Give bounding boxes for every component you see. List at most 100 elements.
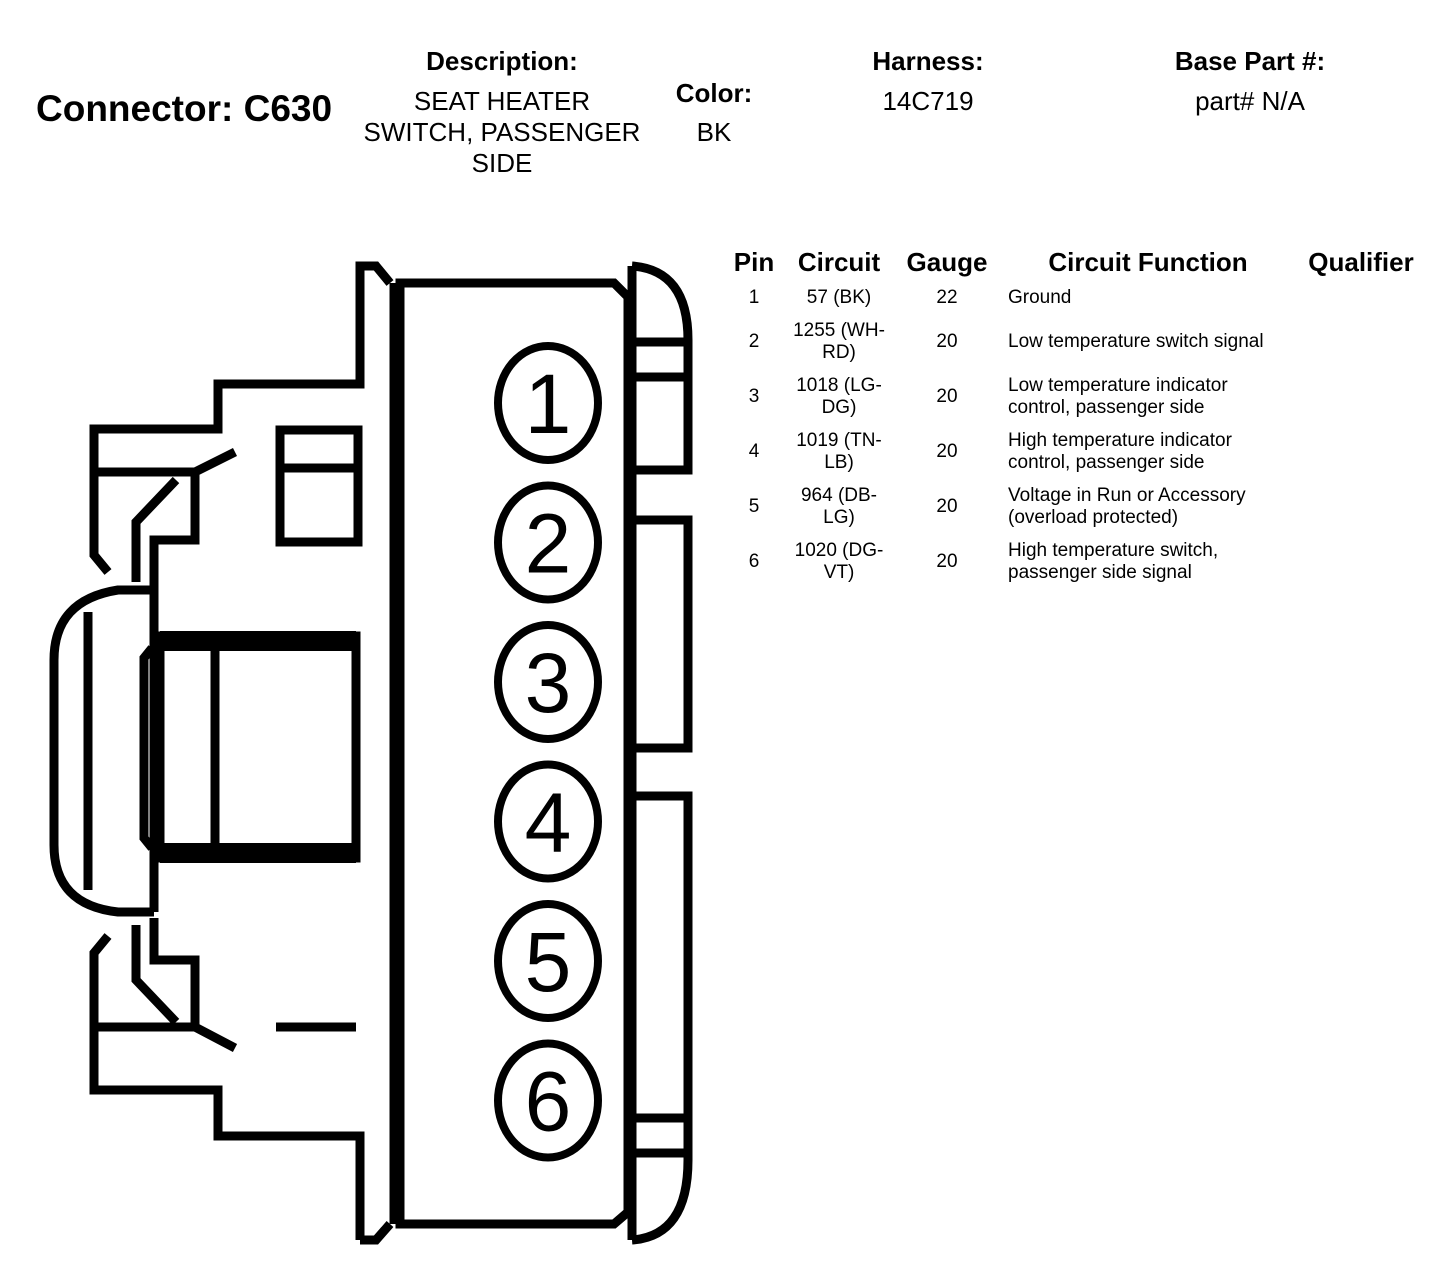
- function-line: Low temperature switch signal: [1008, 330, 1264, 352]
- cell-pin: 6: [748, 550, 760, 572]
- pin-cavity-circle: [494, 1039, 602, 1162]
- cell-gauge: 20: [936, 440, 958, 462]
- color-label: Color:: [675, 78, 753, 108]
- circuit-line: 1019 (TN-: [796, 429, 882, 451]
- table-row: 2 1255 (WH-RD) 20 Low temperature switch si…: [724, 314, 1426, 369]
- column-header-qualifier: Qualifier: [1308, 246, 1414, 277]
- pinout-table: Pin Circuit Gauge Circuit Function Quali…: [724, 242, 1426, 589]
- circuit-line: 1018 (LG-: [796, 374, 882, 396]
- harness-value: 14C719: [882, 86, 974, 116]
- cell-circuit: 1019 (TN-LB): [784, 424, 894, 479]
- cell-pin: 4: [748, 440, 760, 462]
- function-line: High temperature switch,: [1008, 539, 1219, 561]
- pin-cavity-circle: [494, 342, 602, 464]
- right-rail-middle: [632, 515, 693, 753]
- table-row: 1 57 (BK) 22 Ground: [724, 282, 1426, 314]
- center-cavity-bevel: [139, 645, 156, 851]
- pin-number-label: 1: [525, 357, 572, 451]
- harness-label: Harness:: [872, 46, 984, 76]
- pin-cavity-circle: [494, 760, 602, 883]
- column-header-circuit: Circuit: [797, 246, 881, 277]
- lower-latch: [94, 918, 238, 1052]
- pin-number-label: 4: [525, 776, 572, 870]
- circuit-line: LG): [823, 506, 855, 528]
- function-line: control, passenger side: [1008, 451, 1205, 473]
- circuit-line: LB): [824, 451, 854, 473]
- center-cavity: [155, 631, 361, 863]
- upper-window: [275, 425, 363, 547]
- pin-number-label: 6: [525, 1055, 572, 1149]
- circuit-line: 57 (BK): [806, 287, 872, 308]
- cell-circuit: 1255 (WH-RD): [784, 314, 894, 369]
- connector-title: Connector: C630: [36, 88, 333, 129]
- description-value: SEAT HEATER SWITCH, PASSENGER SIDE: [346, 86, 658, 179]
- upper-latch: [94, 447, 238, 598]
- function-line: Ground: [1008, 287, 1072, 308]
- cell-circuit: 964 (DB-LG): [784, 479, 894, 534]
- pin-number-label: 5: [525, 915, 572, 1009]
- cell-pin: 3: [748, 385, 760, 407]
- description-label: Description:: [426, 46, 578, 76]
- function-line: passenger side signal: [1008, 561, 1192, 583]
- cell-gauge: 20: [936, 385, 958, 407]
- table-header-row: Pin Circuit Gauge Circuit Function Quali…: [724, 242, 1426, 282]
- circuit-line: 1020 (DG-: [794, 539, 884, 561]
- cell-circuit: 1020 (DG-VT): [784, 534, 894, 589]
- cell-circuit: 57 (BK): [784, 282, 894, 314]
- side-lock-bump: [49, 585, 154, 917]
- table-row: 5 964 (DB-LG) 20 Voltage in Run or Accessor…: [724, 479, 1426, 534]
- cell-qualifier: [1296, 369, 1426, 424]
- description-line: SWITCH, PASSENGER: [363, 117, 641, 147]
- column-header-pin: Pin: [733, 246, 775, 277]
- cell-qualifier: [1296, 424, 1426, 479]
- cell-circuit-function: Voltage in Run or Accessory(overload pro…: [1000, 479, 1296, 534]
- cell-pin: 2: [748, 330, 760, 352]
- column-header-gauge: Gauge: [906, 246, 988, 277]
- circuit-line: 964 (DB-: [800, 484, 878, 506]
- base-part-label: Base Part #:: [1174, 46, 1326, 76]
- cell-gauge: 20: [936, 495, 958, 517]
- description-line: SIDE: [471, 148, 533, 178]
- description-line: SEAT HEATER: [413, 86, 591, 116]
- circuit-line: DG): [821, 396, 857, 418]
- circuit-line: RD): [822, 341, 856, 363]
- cell-qualifier: [1296, 534, 1426, 589]
- circuit-line: VT): [823, 561, 855, 583]
- color-value: BK: [696, 117, 732, 147]
- cell-circuit-function: High temperature switch,passenger side s…: [1000, 534, 1296, 589]
- function-line: High temperature indicator: [1008, 429, 1232, 451]
- cell-circuit: 1018 (LG-DG): [784, 369, 894, 424]
- housing-left-flange: [89, 261, 394, 575]
- function-line: Low temperature indicator: [1008, 374, 1228, 396]
- pin-number-label: 3: [525, 636, 572, 730]
- pin-cavity-circle: [494, 481, 602, 604]
- cell-circuit-function: Ground: [1000, 282, 1296, 314]
- column-header-circuit-function: Circuit Function: [1048, 246, 1248, 277]
- pin-cavities: 1 2 3 4 5 6: [494, 342, 602, 1162]
- cell-circuit-function: Low temperature switch signal: [1000, 314, 1296, 369]
- function-line: control, passenger side: [1008, 396, 1205, 418]
- base-part-value: part# N/A: [1195, 86, 1305, 116]
- cell-gauge: 20: [936, 550, 958, 572]
- table-row: 6 1020 (DG-VT) 20 High temperature switch,p…: [724, 534, 1426, 589]
- table-row: 3 1018 (LG-DG) 20 Low temperature indicator…: [724, 369, 1426, 424]
- circuit-line: 1255 (WH-: [793, 319, 885, 341]
- connector-face-diagram: 1 2 3 4 5 6: [49, 261, 693, 1245]
- table-row: 4 1019 (TN-LB) 20 High temperature indicato…: [724, 424, 1426, 479]
- housing-left-flange-lower: [89, 933, 394, 1245]
- cell-pin: 1: [748, 287, 760, 308]
- function-line: (overload protected): [1008, 506, 1179, 528]
- right-rail-top: [631, 261, 693, 475]
- cell-pin: 5: [748, 495, 760, 517]
- right-rail-lower: [631, 791, 693, 1245]
- pin-number-label: 2: [525, 497, 572, 591]
- cell-gauge: 20: [936, 330, 958, 352]
- function-line: Voltage in Run or Accessory: [1008, 484, 1246, 506]
- cell-gauge: 22: [936, 287, 958, 308]
- pin-cavity-circle: [494, 621, 602, 743]
- cell-qualifier: [1296, 282, 1426, 314]
- cell-qualifier: [1296, 314, 1426, 369]
- pin-cavity-circle: [494, 900, 602, 1022]
